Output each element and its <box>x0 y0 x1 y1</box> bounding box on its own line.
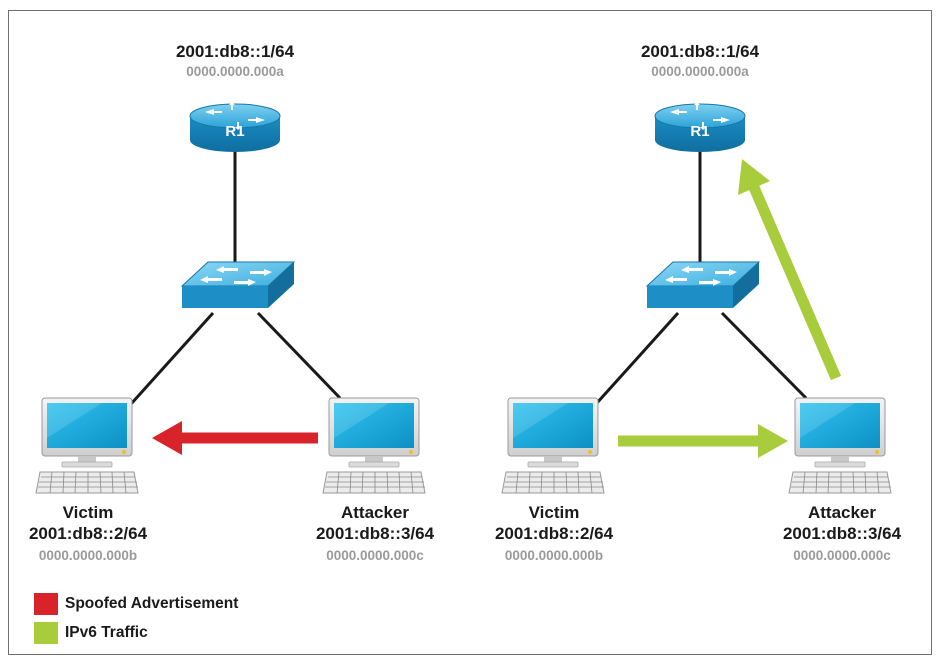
left-router-label: R1 <box>225 123 244 140</box>
link-right-switch-victim <box>594 311 680 406</box>
left-victim-computer-icon <box>35 397 139 494</box>
left-attacker-mac: 0000.0000.000c <box>326 548 424 563</box>
spoofed-advertisement-arrow <box>152 421 318 455</box>
right-network <box>501 101 892 494</box>
legend-label-traffic: IPv6 Traffic <box>65 624 148 641</box>
diagram-frame <box>8 10 932 655</box>
link-right-switch-attacker <box>720 311 808 400</box>
left-victim-mac: 0000.0000.000b <box>38 548 138 563</box>
right-attacker-computer-icon <box>788 397 892 494</box>
ipv6-traffic-arrow-to-router <box>738 159 842 381</box>
legend-label-spoofed: Spoofed Advertisement <box>65 595 239 612</box>
right-attacker-mac: 0000.0000.000c <box>793 548 891 563</box>
left-victim-name: Victim <box>62 503 114 522</box>
legend-swatch-traffic <box>34 622 58 644</box>
left-attacker-ip: 2001:db8::3/64 <box>315 524 435 543</box>
left-network <box>35 101 426 494</box>
left-attacker-name: Attacker <box>340 503 410 522</box>
left-router-mac: 0000.0000.000a <box>186 64 284 79</box>
right-victim-ip: 2001:db8::2/64 <box>494 524 614 543</box>
left-victim-ip: 2001:db8::2/64 <box>28 524 148 543</box>
ipv6-traffic-arrow-to-attacker <box>618 424 788 458</box>
left-switch-icon <box>181 261 295 309</box>
right-victim-mac: 0000.0000.000b <box>504 548 604 563</box>
left-attacker-computer-icon <box>322 397 426 494</box>
right-router-label: R1 <box>690 123 709 140</box>
right-attacker-name: Attacker <box>807 503 877 522</box>
right-switch-icon <box>646 261 760 309</box>
link-left-switch-attacker <box>256 311 342 400</box>
legend-swatch-spoofed <box>34 593 58 615</box>
right-router-mac: 0000.0000.000a <box>651 64 749 79</box>
legend-item-traffic: IPv6 Traffic <box>34 622 148 644</box>
link-left-switch-victim <box>129 311 215 406</box>
right-router-ip: 2001:db8::1/64 <box>640 42 760 61</box>
right-victim-computer-icon <box>501 397 605 494</box>
left-router-ip: 2001:db8::1/64 <box>175 42 295 61</box>
right-attacker-ip: 2001:db8::3/64 <box>782 524 902 543</box>
legend-item-spoofed: Spoofed Advertisement <box>34 593 238 615</box>
right-victim-name: Victim <box>528 503 580 522</box>
